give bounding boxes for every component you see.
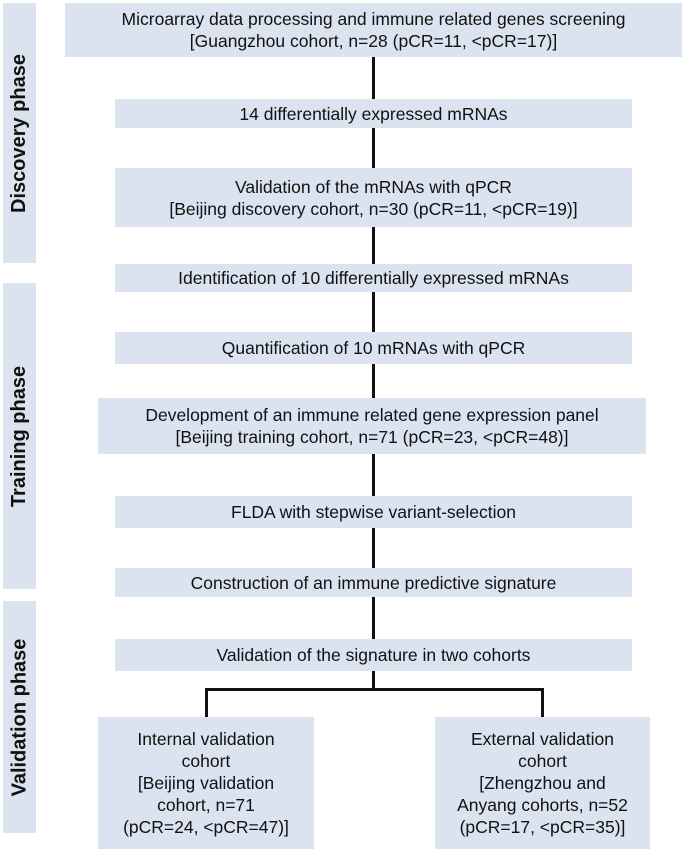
microarray-processing-box: Microarray data processing and immune re…	[65, 3, 682, 57]
panel-development-box: Development of an immune related gene ex…	[98, 398, 646, 454]
validation-phase-bar: Validation phase	[3, 601, 36, 833]
box-line: [Zhengzhou and	[479, 773, 606, 793]
box-line: Internal validation	[137, 729, 275, 749]
identification-box: Identification of 10 differentially expr…	[115, 264, 632, 292]
training-phase-bar: Training phase	[3, 283, 36, 589]
training-phase-label: Training phase	[8, 365, 30, 507]
box-line: cohort	[518, 751, 567, 771]
box-line: [Beijing training cohort, n=71 (pCR=23, …	[175, 427, 569, 447]
internal-validation-box: Internal validation cohort [Beijing vali…	[98, 717, 314, 849]
connector-line	[372, 528, 375, 568]
connector-line	[372, 128, 375, 168]
differential-mrnas-box: 14 differentially expressed mRNAs	[115, 99, 632, 128]
box-line: cohort, n=71	[157, 795, 255, 815]
qpcr-validation-box: Validation of the mRNAs with qPCR [Beiji…	[115, 168, 632, 227]
signature-construction-box: Construction of an immune predictive sig…	[115, 568, 632, 597]
branch-line-left	[205, 688, 208, 717]
connector-line	[372, 597, 375, 639]
box-line: (pCR=17, <pCR=35)]	[459, 817, 626, 837]
connector-line	[372, 454, 375, 496]
box-line: Anyang cohorts, n=52	[457, 795, 628, 815]
connector-line	[372, 292, 375, 332]
connector-line	[372, 227, 375, 264]
discovery-phase-bar: Discovery phase	[3, 3, 36, 263]
signature-validation-box: Validation of the signature in two cohor…	[115, 639, 632, 671]
validation-phase-label: Validation phase	[8, 638, 31, 796]
discovery-phase-label: Discovery phase	[8, 53, 31, 213]
box-line: Microarray data processing and immune re…	[121, 9, 626, 29]
external-validation-box: External validation cohort [Zhengzhou an…	[435, 717, 650, 849]
connector-line	[372, 364, 375, 398]
box-line: Identification of 10 differentially expr…	[178, 268, 569, 288]
flda-box: FLDA with stepwise variant-selection	[115, 496, 632, 528]
box-line: [Beijing discovery cohort, n=30 (pCR=11,…	[169, 198, 578, 219]
box-line: [Guangzhou cohort, n=28 (pCR=11, <pCR=17…	[189, 31, 558, 51]
box-line: Validation of the mRNAs with qPCR	[235, 176, 512, 197]
branch-line-right	[541, 688, 544, 717]
box-line: Construction of an immune predictive sig…	[190, 572, 557, 593]
connector-line	[372, 57, 375, 99]
connector-line	[372, 671, 375, 691]
box-line: Development of an immune related gene ex…	[145, 405, 599, 425]
box-line: Validation of the signature in two cohor…	[216, 645, 531, 665]
box-line: External validation	[471, 729, 614, 749]
box-line: [Beijing validation	[137, 773, 275, 793]
branch-line	[205, 688, 544, 691]
box-line: 14 differentially expressed mRNAs	[239, 103, 508, 124]
box-line: (pCR=24, <pCR=47)]	[123, 817, 289, 837]
box-line: FLDA with stepwise variant-selection	[231, 502, 516, 522]
box-line: Quantification of 10 mRNAs with qPCR	[221, 338, 526, 358]
box-line: cohort	[181, 751, 231, 771]
quantification-box: Quantification of 10 mRNAs with qPCR	[115, 332, 632, 364]
